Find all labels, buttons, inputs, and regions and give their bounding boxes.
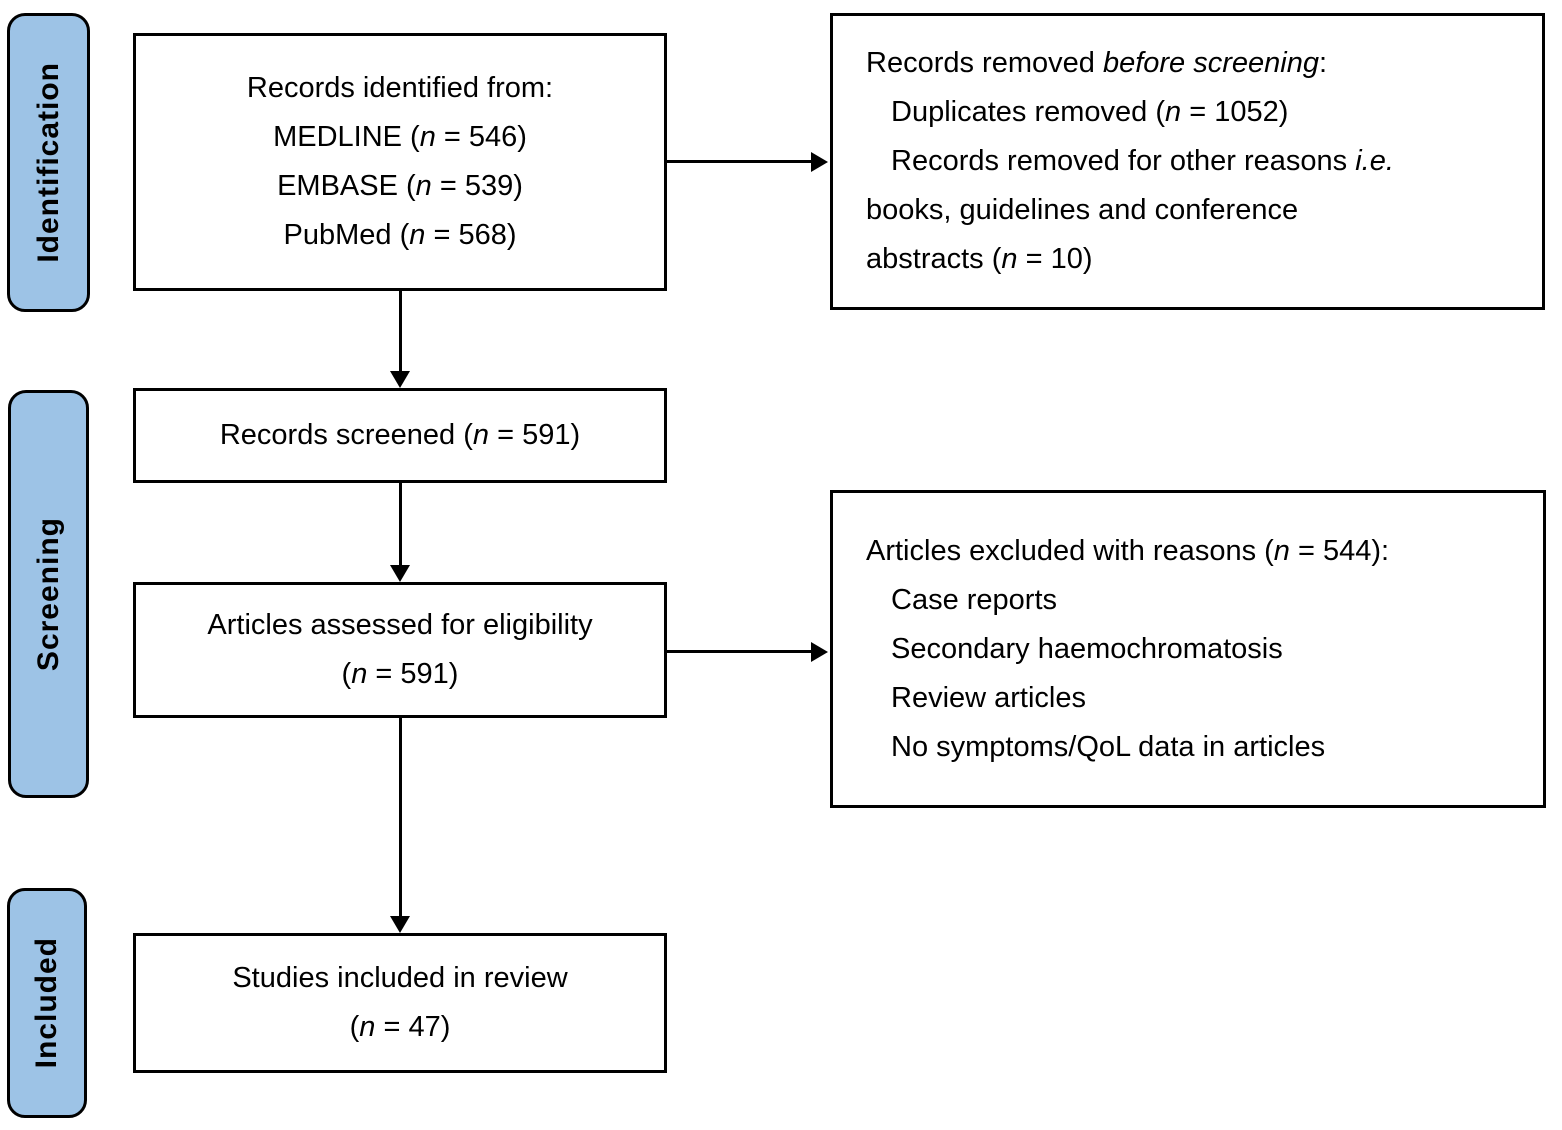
stage-label-text: Screening <box>31 516 65 672</box>
arrow-line <box>399 483 402 567</box>
text-segment: No symptoms/QoL data in articles <box>891 730 1326 763</box>
records-identified-box: Records identified from: MEDLINE (n = 54… <box>133 33 667 291</box>
italic-segment: n <box>415 170 432 202</box>
text-line: Records removed before screening: <box>866 39 1327 88</box>
italic-segment: n <box>472 419 490 451</box>
italic-segment: n <box>1165 96 1182 128</box>
stage-label-included: Included <box>7 888 87 1118</box>
text-line: abstracts (n = 10) <box>866 235 1092 284</box>
text-segment: = 1052) <box>1181 96 1289 128</box>
arrowhead-right-icon <box>811 152 828 172</box>
text-segment: ( <box>341 658 352 690</box>
text-line: (n = 47) <box>350 1003 451 1052</box>
text-line: PubMed (n = 568) <box>284 211 517 260</box>
text-segment: Records removed for other reasons <box>891 145 1356 177</box>
text-segment: = 544): <box>1289 534 1390 567</box>
text-line: Records removed for other reasons i.e. <box>866 137 1394 186</box>
arrow-line <box>399 718 402 918</box>
text-segment: Articles assessed for eligibility <box>207 609 593 641</box>
italic-segment: n <box>419 121 436 153</box>
text-line: books, guidelines and conference <box>866 186 1298 235</box>
text-segment: EMBASE ( <box>277 170 416 202</box>
text-segment: : <box>1318 47 1328 79</box>
stage-label-screening: Screening <box>8 390 89 798</box>
text-segment: PubMed ( <box>283 219 410 251</box>
articles-excluded-box: Articles excluded with reasons (n = 544)… <box>830 490 1546 808</box>
text-line: (n = 591) <box>342 650 459 699</box>
text-line: Duplicates removed (n = 1052) <box>866 88 1288 137</box>
records-removed-box: Records removed before screening: Duplic… <box>830 13 1545 310</box>
text-segment: = 568) <box>425 219 517 251</box>
text-line: Records screened (n = 591) <box>220 411 580 460</box>
text-segment: = 546) <box>435 121 527 153</box>
text-segment: Duplicates removed ( <box>891 96 1165 128</box>
text-segment: Articles excluded with reasons ( <box>866 534 1274 567</box>
italic-segment: n <box>1001 243 1018 275</box>
arrowhead-right-icon <box>811 642 828 662</box>
text-segment: Records screened ( <box>219 419 473 451</box>
arrow-line <box>667 160 813 163</box>
text-line: Review articles <box>866 674 1086 723</box>
text-segment: Studies included in review <box>232 962 568 994</box>
text-segment: books, guidelines and conference <box>866 194 1299 226</box>
text-segment: = 10) <box>1017 243 1093 275</box>
text-segment: = 47) <box>375 1011 451 1043</box>
stage-label-text: Identification <box>31 62 65 263</box>
text-segment: Secondary haemochromatosis <box>891 632 1283 665</box>
records-screened-box: Records screened (n = 591) <box>133 388 667 483</box>
text-line: Articles excluded with reasons (n = 544)… <box>866 527 1389 576</box>
studies-included-box: Studies included in review (n = 47) <box>133 933 667 1073</box>
text-line: MEDLINE (n = 546) <box>273 113 527 162</box>
text-segment: MEDLINE ( <box>273 121 420 153</box>
text-segment: Review articles <box>891 681 1086 714</box>
stage-label-identification: Identification <box>7 13 90 312</box>
stage-label-text: Included <box>30 937 63 1069</box>
text-line: EMBASE (n = 539) <box>277 162 523 211</box>
text-segment: = 591) <box>489 419 581 451</box>
text-segment: = 539) <box>431 170 523 202</box>
text-segment: Records identified from: <box>246 72 554 104</box>
italic-segment: before screening <box>1102 47 1319 79</box>
italic-segment: i.e. <box>1355 145 1394 177</box>
arrow-line <box>399 291 402 374</box>
italic-segment: n <box>409 219 426 251</box>
italic-segment: n <box>359 1011 376 1043</box>
arrow-line <box>667 650 813 653</box>
arrowhead-down-icon <box>390 565 410 582</box>
text-segment: Records removed <box>866 47 1103 79</box>
arrowhead-down-icon <box>390 371 410 388</box>
italic-segment: n <box>1273 534 1290 567</box>
text-line: Articles assessed for eligibility <box>207 601 592 650</box>
text-segment: abstracts ( <box>866 243 1002 275</box>
text-segment: = 591) <box>367 658 459 690</box>
text-line: No symptoms/QoL data in articles <box>866 723 1325 772</box>
text-segment: Case reports <box>891 583 1058 616</box>
text-line: Case reports <box>866 576 1057 625</box>
arrowhead-down-icon <box>390 916 410 933</box>
text-segment: ( <box>349 1011 360 1043</box>
text-line: Records identified from: <box>247 64 553 113</box>
articles-assessed-box: Articles assessed for eligibility (n = 5… <box>133 582 667 718</box>
text-line: Studies included in review <box>232 954 567 1003</box>
text-line: Secondary haemochromatosis <box>866 625 1283 674</box>
italic-segment: n <box>351 658 368 690</box>
